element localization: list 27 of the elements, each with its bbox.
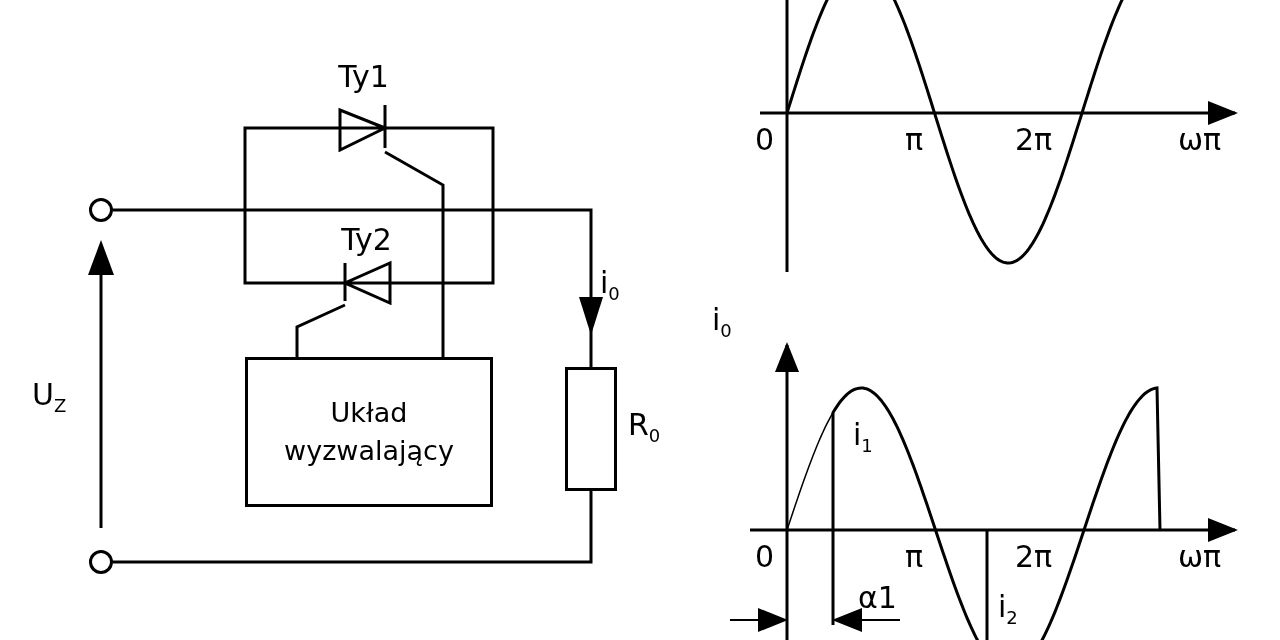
angle-label: α1 [858, 583, 897, 613]
axis-tick-label: π [905, 542, 924, 572]
wire [295, 303, 346, 357]
thyristor-label: Ty2 [340, 225, 393, 255]
wire-with-arrow [113, 208, 603, 367]
axis-tick-label: 0 [755, 125, 775, 155]
axis-label: i$_{0}$ [712, 305, 732, 340]
wire [392, 126, 495, 285]
axis-tick-label: 2π [1015, 125, 1053, 155]
terminal-circle [89, 198, 113, 222]
axis-tick-label: π [905, 125, 924, 155]
wire [384, 150, 445, 357]
wire [243, 126, 338, 285]
thyristor-label: Ty1 [337, 62, 390, 92]
trigger-circuit-box [245, 357, 493, 507]
terminal-circle [89, 550, 113, 574]
axis-tick-label: ωπ [1178, 542, 1222, 572]
axis-tick-label: ωπ [1178, 125, 1222, 155]
voltage-label: U$_{Z}$ [32, 380, 67, 415]
current-label: i$_{0}$ [600, 268, 620, 303]
block-label: Układ wyzwalający [283, 396, 455, 468]
wire [113, 491, 593, 564]
resistor-label: R$_{0}$ [628, 410, 661, 445]
axis-tick-label: 0 [755, 542, 775, 572]
axis-tick-label: 2π [1015, 542, 1053, 572]
current-label: i$_{1}$ [853, 420, 873, 455]
current-label: i$_{2}$ [998, 592, 1018, 627]
